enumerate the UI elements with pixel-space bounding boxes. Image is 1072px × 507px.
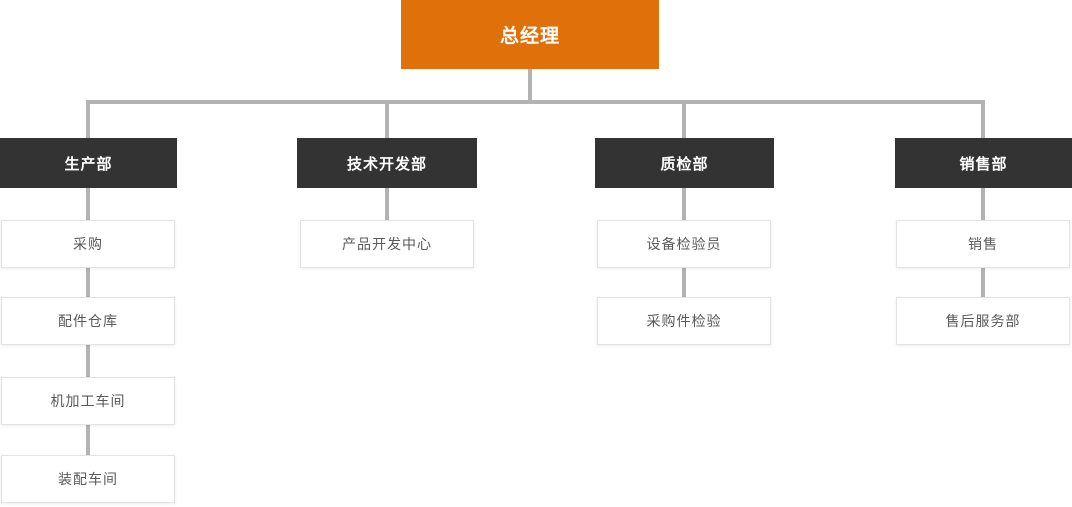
connector-col1-stub-4 (86, 425, 90, 455)
org-node-parts-warehouse: 配件仓库 (1, 297, 175, 345)
connector-col1-rail-stub (86, 104, 90, 138)
connector-col1-stub-2 (86, 268, 90, 297)
connector-col2-stub-1 (385, 188, 389, 220)
connector-col3-stub-1 (682, 188, 686, 220)
connector-col4-rail-stub (981, 104, 985, 138)
org-node-equipment-inspector: 设备检验员 (597, 220, 771, 268)
connector-col1-stub-3 (86, 345, 90, 377)
connector-col1-stub-1 (86, 188, 90, 220)
org-node-purchased-parts-inspection: 采购件检验 (597, 297, 771, 345)
connector-col3-rail-stub (682, 104, 686, 138)
connector-col3-stub-2 (682, 268, 686, 297)
connector-col4-stub-1 (981, 188, 985, 220)
org-node-sales: 销售 (896, 220, 1070, 268)
connector-level1-rail (86, 100, 985, 104)
org-node-sales-dept: 销售部 (895, 138, 1072, 188)
org-node-purchasing: 采购 (1, 220, 175, 268)
org-node-machining-workshop: 机加工车间 (1, 377, 175, 425)
org-node-quality-inspection-dept: 质检部 (595, 138, 774, 188)
org-node-general-manager: 总经理 (401, 0, 659, 69)
connector-root-stub (528, 69, 532, 104)
connector-col2-rail-stub (385, 104, 389, 138)
org-node-production-dept: 生产部 (0, 138, 177, 188)
org-node-tech-development-dept: 技术开发部 (297, 138, 477, 188)
org-node-after-sales-service: 售后服务部 (896, 297, 1070, 345)
org-node-product-dev-center: 产品开发中心 (300, 220, 474, 268)
org-node-assembly-workshop: 装配车间 (1, 455, 175, 503)
connector-col4-stub-2 (981, 268, 985, 297)
